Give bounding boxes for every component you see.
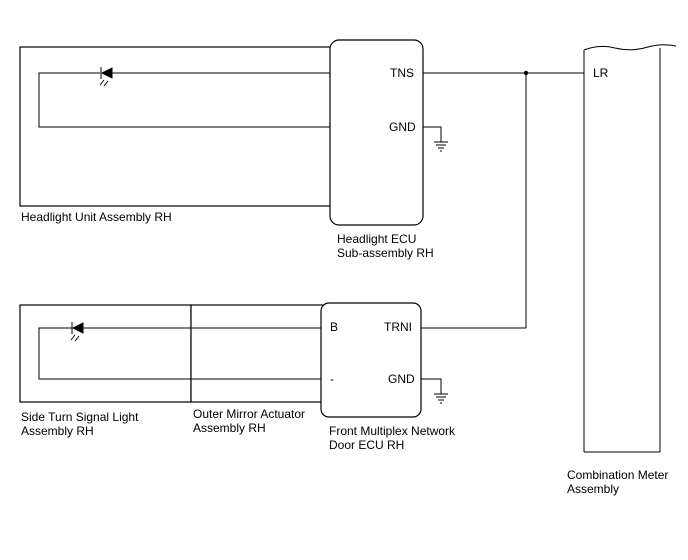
side-turn-led-icon [70, 322, 84, 342]
door-ecu-pin-trni: TRNI [384, 320, 412, 334]
headlight-ecu-pin-gnd: GND [389, 120, 416, 134]
door-ecu-label-2: Door ECU RH [329, 438, 404, 452]
combination-meter-pin-lr: LR [593, 66, 609, 80]
door-ecu-ground-icon [421, 378, 448, 404]
door-ecu-box [320, 302, 422, 418]
side-turn-signal-box [19, 304, 192, 403]
side-turn-label-1: Side Turn Signal Light [21, 410, 139, 424]
headlight-unit-label: Headlight Unit Assembly RH [21, 210, 172, 224]
headlight-led-icon [99, 67, 113, 87]
side-turn-internal-loop [38, 327, 321, 380]
outer-mirror-label-2: Assembly RH [193, 421, 266, 435]
signal-wires [421, 70, 584, 329]
door-ecu-pin-minus: - [330, 372, 334, 386]
headlight-internal-loop [38, 72, 330, 128]
door-ecu-pin-gnd: GND [388, 372, 415, 386]
headlight-ecu-ground-icon [423, 126, 448, 152]
headlight-ecu-label-1: Headlight ECU [337, 232, 416, 246]
door-ecu-label-1: Front Multiplex Network [329, 424, 456, 438]
wire-junction [523, 70, 529, 76]
outer-mirror-actuator-box [190, 304, 324, 403]
headlight-ecu-label-2: Sub-assembly RH [337, 246, 434, 260]
combination-meter-label-2: Assembly [567, 482, 619, 496]
combination-meter-assembly [583, 44, 677, 453]
combination-meter-label-1: Combination Meter [567, 468, 668, 482]
headlight-ecu-box [329, 39, 424, 226]
outer-mirror-label-1: Outer Mirror Actuator [193, 407, 305, 421]
headlight-ecu-pin-tns: TNS [390, 66, 414, 80]
door-ecu-pin-b: B [330, 320, 338, 334]
side-turn-label-2: Assembly RH [21, 424, 94, 438]
